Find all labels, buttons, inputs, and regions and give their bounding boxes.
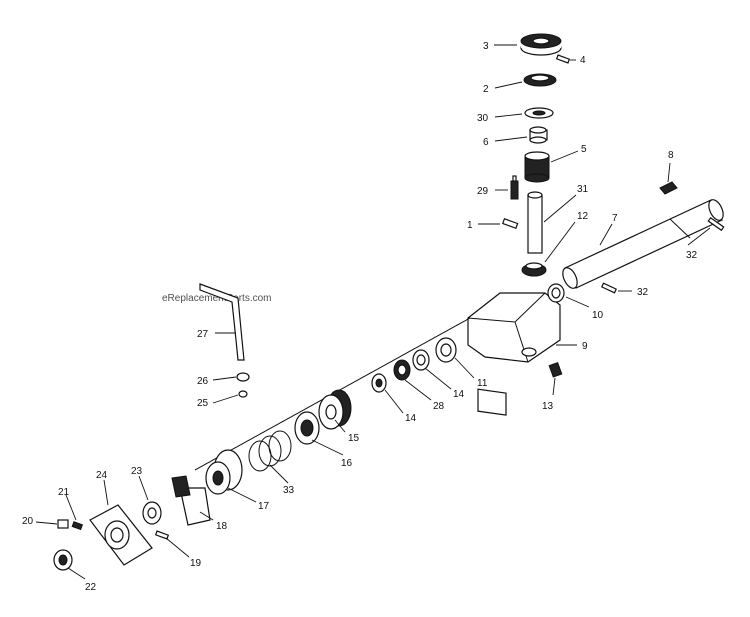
part-27-shift-rod[interactable] bbox=[199, 283, 245, 361]
callout-27: 27 bbox=[197, 329, 209, 340]
callout-19: 19 bbox=[190, 558, 202, 569]
part-32-pin-lower[interactable] bbox=[601, 282, 617, 294]
part-32-pin-upper[interactable] bbox=[707, 216, 725, 232]
callout-21: 21 bbox=[58, 487, 70, 498]
part-6-bushing[interactable] bbox=[529, 126, 548, 144]
part-11-bearing[interactable] bbox=[435, 337, 457, 363]
callout-17: 17 bbox=[258, 501, 270, 512]
callout-22: 22 bbox=[85, 582, 97, 593]
callout-28: 28 bbox=[433, 401, 445, 412]
part-22-seal[interactable] bbox=[53, 549, 73, 571]
callout-14-lower: 14 bbox=[405, 413, 417, 424]
part-25-clip[interactable] bbox=[238, 390, 248, 398]
callout-16: 16 bbox=[341, 458, 353, 469]
callout-6: 6 bbox=[483, 137, 489, 148]
part-19-pin[interactable] bbox=[154, 530, 170, 540]
callout-18: 18 bbox=[216, 521, 228, 532]
callout-15: 15 bbox=[348, 433, 360, 444]
callout-29: 29 bbox=[477, 186, 489, 197]
callout-12: 12 bbox=[577, 211, 589, 222]
part-26-washer[interactable] bbox=[236, 372, 250, 382]
callout-32-upper: 32 bbox=[686, 250, 698, 261]
part-16-bearing[interactable] bbox=[294, 411, 320, 445]
part-3-pulley[interactable] bbox=[520, 33, 562, 56]
callout-7: 7 bbox=[612, 213, 618, 224]
watermark: eReplacementParts.com bbox=[162, 293, 272, 304]
part-20-plug[interactable] bbox=[57, 519, 69, 529]
part-28-ring[interactable] bbox=[393, 359, 411, 381]
callout-11: 11 bbox=[477, 378, 488, 389]
part-4-key[interactable] bbox=[555, 54, 571, 64]
callout-9: 9 bbox=[582, 341, 588, 352]
part-8-key[interactable] bbox=[659, 181, 678, 195]
callout-14-upper: 14 bbox=[453, 389, 465, 400]
callout-3: 3 bbox=[483, 41, 489, 52]
callout-4: 4 bbox=[580, 55, 586, 66]
part-23-bearing[interactable] bbox=[142, 501, 162, 525]
part-18-shift-fork[interactable] bbox=[171, 475, 211, 526]
part-10-seal[interactable] bbox=[547, 283, 565, 303]
callout-10: 10 bbox=[592, 310, 604, 321]
callout-20: 20 bbox=[22, 516, 34, 527]
part-30-washer[interactable] bbox=[524, 107, 554, 119]
callout-24: 24 bbox=[96, 470, 108, 481]
callout-33: 33 bbox=[283, 485, 295, 496]
part-17-clutch[interactable] bbox=[205, 449, 243, 495]
part-12-bearing[interactable] bbox=[521, 262, 547, 277]
part-15-bevel-gear[interactable] bbox=[318, 389, 352, 430]
callout-5: 5 bbox=[581, 144, 587, 155]
callout-8: 8 bbox=[668, 150, 674, 161]
callout-30: 30 bbox=[477, 113, 489, 124]
callout-1: 1 bbox=[467, 220, 473, 231]
part-24-cover[interactable] bbox=[89, 504, 153, 566]
part-13-screw[interactable] bbox=[548, 362, 563, 378]
part-5-pinion-gear[interactable] bbox=[524, 151, 550, 183]
callout-25: 25 bbox=[197, 398, 209, 409]
callout-23: 23 bbox=[131, 466, 143, 477]
part-21-screw[interactable] bbox=[71, 521, 84, 531]
part-31-shaft[interactable] bbox=[527, 191, 543, 254]
part-9-housing[interactable] bbox=[467, 292, 561, 416]
part-1-key[interactable] bbox=[501, 218, 519, 230]
callout-26: 26 bbox=[197, 376, 209, 387]
callout-labels: 3 2 30 6 4 5 29 31 12 1 7 8 32 32 10 9 1… bbox=[22, 41, 698, 593]
part-33-spring[interactable] bbox=[248, 430, 292, 472]
part-2-bearing[interactable] bbox=[523, 73, 557, 87]
leader-lines bbox=[35, 44, 711, 580]
part-14-washer-upper[interactable] bbox=[412, 349, 430, 371]
callout-31: 31 bbox=[577, 184, 589, 195]
callout-32-lower: 32 bbox=[637, 287, 649, 298]
part-14-washer-lower[interactable] bbox=[371, 373, 387, 393]
callout-2: 2 bbox=[483, 84, 489, 95]
part-29-fitting[interactable] bbox=[510, 175, 519, 200]
callout-13: 13 bbox=[542, 401, 554, 412]
part-7-tube[interactable] bbox=[560, 197, 726, 290]
